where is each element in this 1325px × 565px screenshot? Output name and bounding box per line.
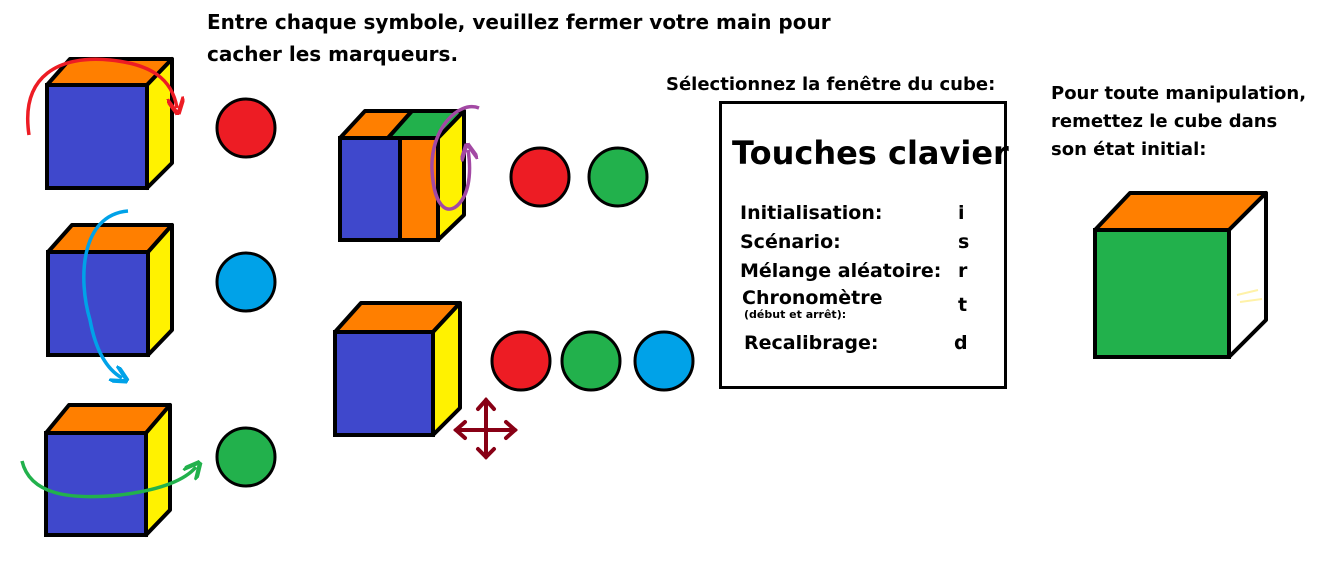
key-value-shuffle: r (958, 260, 968, 282)
key-value-scenario: s (958, 231, 970, 253)
marker-red (215, 97, 277, 159)
curved-arrow-icon (430, 104, 480, 211)
marker-green (587, 146, 649, 208)
initial-state-cube (1093, 191, 1268, 359)
reset-line-3: son état initial: (1051, 139, 1207, 160)
curved-arrow-icon (26, 57, 177, 136)
key-label-recalibrate: Recalibrage: (744, 332, 879, 354)
instructions-line-2: cacher les marqueurs. (207, 42, 459, 66)
select-window-label: Sélectionnez la fenêtre du cube: (666, 74, 996, 95)
reset-line-1: Pour toute manipulation, (1051, 83, 1307, 104)
key-label-timer: Chronomètre (742, 287, 883, 309)
marker-blue (215, 251, 277, 313)
keys-panel-title: Touches clavier (732, 134, 1009, 172)
key-value-recalibrate: d (954, 332, 968, 354)
key-label-scenario: Scénario: (740, 231, 841, 253)
cube-rotate-right (26, 57, 177, 190)
key-value-timer: t (958, 294, 968, 316)
reset-instruction: Pour toute manipulation, remettez le cub… (1051, 80, 1306, 164)
instructions-text: Entre chaque symbole, veuillez fermer vo… (207, 6, 831, 70)
marker-green (560, 330, 622, 392)
marker-green (215, 426, 277, 488)
four-way-arrow-icon (452, 396, 519, 460)
cube-rotate-down (46, 209, 174, 378)
curved-arrow-icon (82, 209, 128, 378)
cube-rotate-face (338, 104, 480, 242)
key-value-init: i (958, 202, 965, 224)
marker-red (490, 330, 552, 392)
marker-red (509, 146, 571, 208)
key-label-init: Initialisation: (740, 202, 883, 224)
reset-line-2: remettez le cube dans (1051, 111, 1278, 132)
key-label-shuffle: Mélange aléatoire: (740, 260, 942, 282)
cube-move (333, 301, 462, 437)
marker-blue (633, 330, 695, 392)
keyboard-shortcuts-panel[interactable]: Touches clavier Initialisation: i Scénar… (719, 101, 1009, 389)
cube-rotate-left (20, 403, 196, 537)
instructions-line-1: Entre chaque symbole, veuillez fermer vo… (207, 10, 831, 34)
curved-arrow-icon (20, 461, 196, 499)
key-sublabel-timer: (début et arrêt): (744, 308, 847, 321)
